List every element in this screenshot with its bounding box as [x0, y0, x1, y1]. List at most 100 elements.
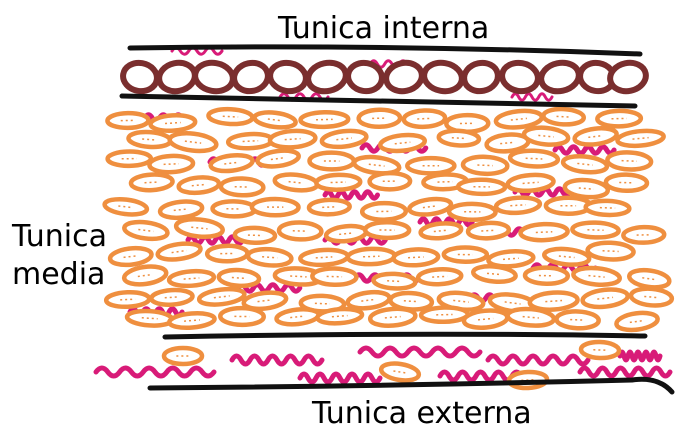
smooth-muscle-cell-body: [218, 269, 259, 287]
smooth-muscle-cell-body: [149, 155, 193, 173]
smooth-muscle-cell: [444, 247, 487, 262]
smooth-muscle-cell-body: [407, 158, 454, 173]
endothelial-cell-body: [268, 60, 308, 94]
endothelial-cell: [539, 59, 582, 94]
smooth-muscle-cell-body: [252, 199, 299, 216]
smooth-muscle-cell-body: [520, 223, 568, 241]
smooth-muscle-cell: [235, 227, 276, 243]
smooth-muscle-cell-body: [274, 172, 318, 192]
endothelial-cell: [306, 59, 349, 94]
smooth-muscle-cell-body: [106, 291, 150, 307]
smooth-muscle-cell: [108, 151, 151, 166]
smooth-muscle-cell: [228, 133, 273, 149]
tunica-media-label: Tunica media: [12, 218, 107, 294]
smooth-muscle-cell: [207, 245, 247, 261]
smooth-muscle-cell-body: [169, 131, 218, 153]
endothelial-cell-body: [383, 60, 424, 95]
smooth-muscle-cell: [316, 174, 360, 190]
elastic-fiber: [580, 368, 670, 376]
smooth-muscle-cell-body: [123, 220, 168, 241]
smooth-muscle-cell-body: [321, 129, 367, 149]
endothelial-cell: [156, 60, 197, 95]
smooth-muscle-cell-body: [421, 307, 468, 322]
smooth-muscle-cell: [164, 348, 202, 364]
smooth-muscle-cell: [257, 148, 300, 168]
endothelial-cell: [231, 60, 270, 94]
smooth-muscle-cell: [510, 150, 558, 168]
endothelial-cell: [193, 60, 235, 94]
smooth-muscle-cell-body: [606, 174, 647, 191]
smooth-muscle-cell: [543, 108, 584, 125]
smooth-muscle-cell: [104, 197, 148, 216]
tunica-interna-label: Tunica interna: [278, 13, 489, 45]
elastic-fiber: [300, 374, 380, 382]
smooth-muscle-cell: [149, 155, 193, 173]
smooth-muscle-cell-body: [444, 247, 487, 262]
smooth-muscle-cell: [630, 287, 672, 307]
endothelial-cell: [268, 60, 308, 94]
smooth-muscle-cell-body: [418, 268, 462, 285]
smooth-muscle-cell-body: [393, 249, 438, 267]
smooth-muscle-cell-body: [207, 245, 247, 261]
endothelial-cell: [346, 60, 384, 93]
elastic-fiber: [232, 356, 322, 364]
smooth-muscle-cell: [106, 291, 150, 307]
smooth-muscle-cell: [169, 131, 218, 153]
endothelial-cell-body: [422, 60, 464, 94]
smooth-muscle-cell: [463, 156, 508, 175]
smooth-muscle-cell-body: [107, 113, 148, 128]
endothelial-cell: [121, 60, 159, 93]
smooth-muscle-cell-body: [438, 130, 479, 147]
smooth-muscle-cell-body: [228, 133, 273, 149]
smooth-muscle-cell: [520, 223, 568, 241]
endothelial-cell-body: [346, 60, 384, 93]
smooth-muscle-cell-body: [630, 287, 672, 307]
smooth-muscle-cell: [247, 248, 292, 267]
smooth-muscle-cell: [221, 178, 264, 196]
smooth-muscle-cell-body: [359, 109, 401, 127]
smooth-muscle-cell-body: [220, 308, 264, 325]
smooth-muscle-cell: [458, 180, 505, 195]
endothelial-cell: [500, 60, 540, 94]
smooth-muscle-cell-body: [221, 178, 264, 196]
smooth-muscle-cell: [317, 307, 363, 324]
smooth-muscle-cell-body: [573, 266, 621, 287]
smooth-muscle-cell-body: [507, 173, 554, 192]
smooth-muscle-cell-body: [449, 204, 496, 220]
smooth-muscle-cell-body: [496, 196, 541, 214]
elastic-fiber: [512, 94, 552, 100]
smooth-muscle-cell: [587, 242, 634, 261]
elastic-fiber: [360, 348, 480, 356]
smooth-muscle-cell: [210, 153, 254, 173]
elastic-fiber: [325, 192, 378, 198]
smooth-muscle-cell: [574, 126, 618, 146]
endothelial-cell-body: [156, 60, 197, 95]
smooth-muscle-cell-body: [109, 246, 152, 267]
smooth-muscle-cell: [309, 152, 353, 169]
endothelial-cell: [422, 60, 464, 94]
smooth-muscle-cell-body: [623, 227, 664, 243]
endothelial-cell-body: [500, 60, 540, 94]
smooth-muscle-cell: [623, 227, 664, 243]
elastic-fiber: [555, 147, 614, 153]
smooth-muscle-cell: [617, 129, 664, 148]
smooth-muscle-cell-body: [562, 154, 607, 174]
smooth-muscle-cell: [404, 110, 446, 128]
smooth-muscle-cell: [169, 270, 215, 287]
smooth-muscle-cell: [572, 222, 619, 238]
smooth-muscle-cell: [123, 264, 167, 287]
smooth-muscle-cell: [309, 199, 350, 215]
smooth-muscle-cell-body: [369, 173, 410, 190]
interna-bottom-line: [122, 96, 635, 106]
smooth-muscle-cell-body: [574, 126, 618, 146]
smooth-muscle-cell-body: [210, 153, 254, 173]
smooth-muscle-cell-body: [615, 311, 658, 333]
endothelial-cell-body: [193, 60, 235, 94]
smooth-muscle-cell-body: [556, 311, 599, 329]
endothelial-cell-body: [607, 60, 648, 95]
smooth-muscle-cell: [123, 220, 168, 241]
smooth-muscle-cell: [220, 308, 264, 325]
smooth-muscle-cell-body: [458, 180, 505, 195]
smooth-muscle-cell: [175, 217, 223, 238]
smooth-muscle-cell-body: [373, 273, 415, 290]
